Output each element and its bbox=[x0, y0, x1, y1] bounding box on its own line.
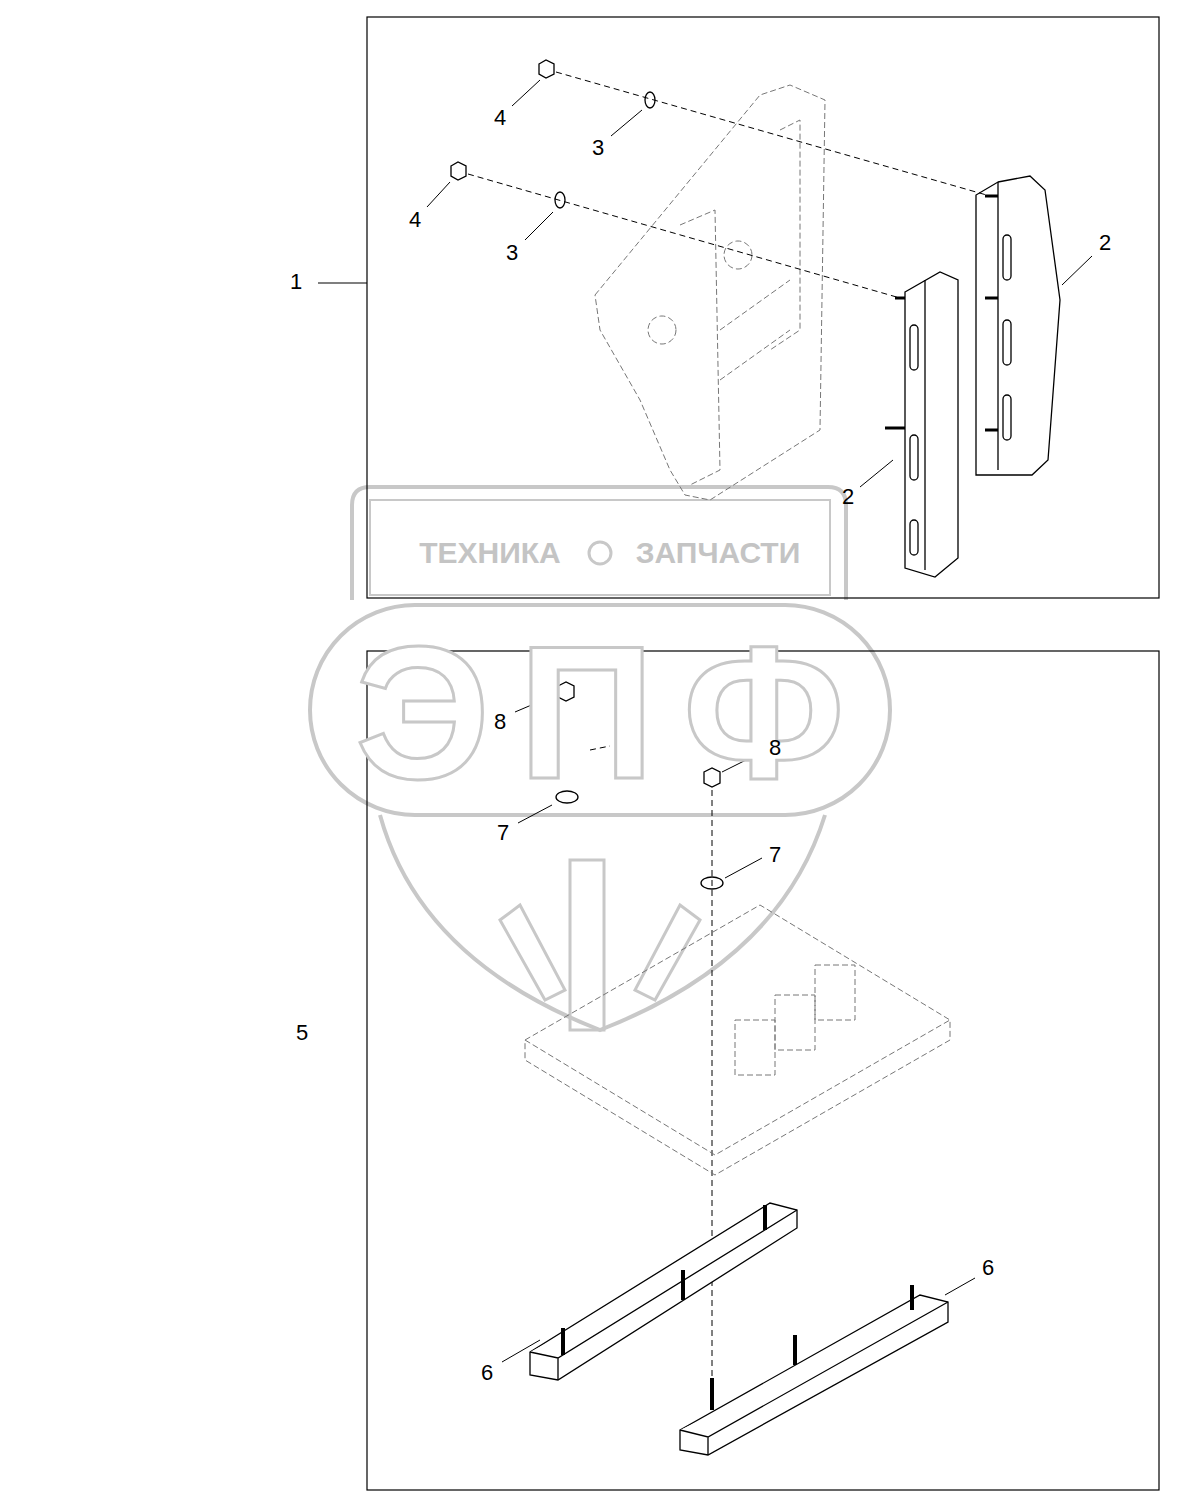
watermark-wheat bbox=[500, 860, 700, 1030]
watermark-text: ЗАПЧАСТИ bbox=[636, 538, 800, 568]
watermark-top bbox=[352, 487, 846, 600]
leader-line bbox=[318, 282, 367, 283]
callout-number: 4 bbox=[409, 209, 421, 231]
callout-number: 6 bbox=[982, 1257, 994, 1279]
callout-number: 4 bbox=[494, 107, 506, 129]
callout-number: 8 bbox=[769, 737, 781, 759]
watermark-shield bbox=[310, 487, 890, 1030]
watermark-gear bbox=[589, 542, 611, 564]
watermark-band bbox=[310, 605, 890, 815]
callout-number: 1 bbox=[290, 271, 302, 293]
watermark-inner bbox=[370, 500, 830, 595]
callout-number: 2 bbox=[842, 486, 854, 508]
frames bbox=[318, 17, 1159, 1490]
callout-number: 7 bbox=[769, 844, 781, 866]
counterweight-plate bbox=[885, 176, 1060, 577]
callout-number: 7 bbox=[497, 822, 509, 844]
watermark-text: ТЕХНИКА bbox=[419, 538, 561, 568]
frame-bracket bbox=[525, 905, 950, 1175]
callout-number: 2 bbox=[1099, 232, 1111, 254]
counterweight-plate bbox=[530, 1203, 948, 1455]
callout-number: 8 bbox=[494, 711, 506, 733]
group-frame bbox=[367, 17, 1159, 598]
callout-number: 3 bbox=[506, 242, 518, 264]
mount-bracket bbox=[595, 85, 825, 500]
callout-number: 6 bbox=[481, 1362, 493, 1384]
callout-number: 3 bbox=[592, 137, 604, 159]
watermark-logo: ЭПФ bbox=[355, 617, 873, 807]
watermark-bottom bbox=[380, 815, 825, 1030]
callout-number: 5 bbox=[296, 1022, 308, 1044]
